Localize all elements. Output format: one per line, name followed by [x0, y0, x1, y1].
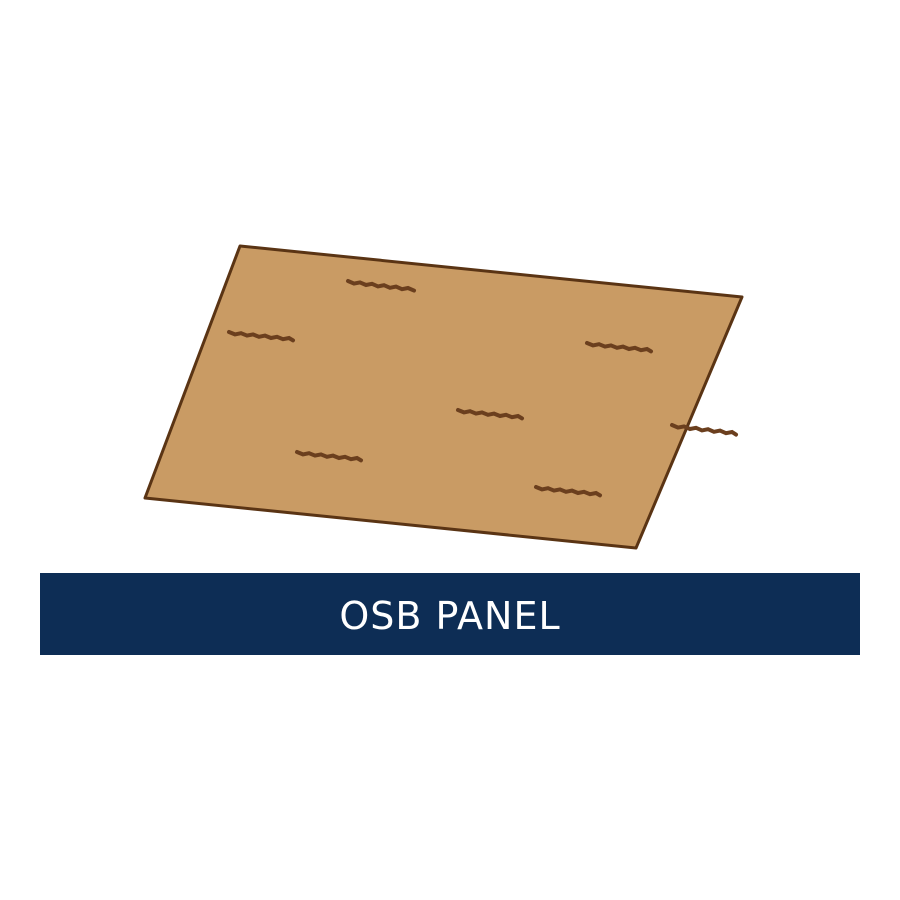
caption-label: OSB PANEL [339, 594, 561, 638]
wood-strand [456, 408, 524, 421]
wood-strand [585, 341, 653, 354]
wood-strand [227, 330, 295, 343]
wood-strand-marks [227, 279, 738, 498]
wood-strand [295, 450, 363, 463]
wood-strand [534, 485, 602, 498]
wood-strand [670, 423, 738, 437]
osb-board-surface [143, 244, 744, 550]
wood-strand [346, 279, 416, 293]
caption-banner: OSB PANEL [40, 573, 860, 655]
